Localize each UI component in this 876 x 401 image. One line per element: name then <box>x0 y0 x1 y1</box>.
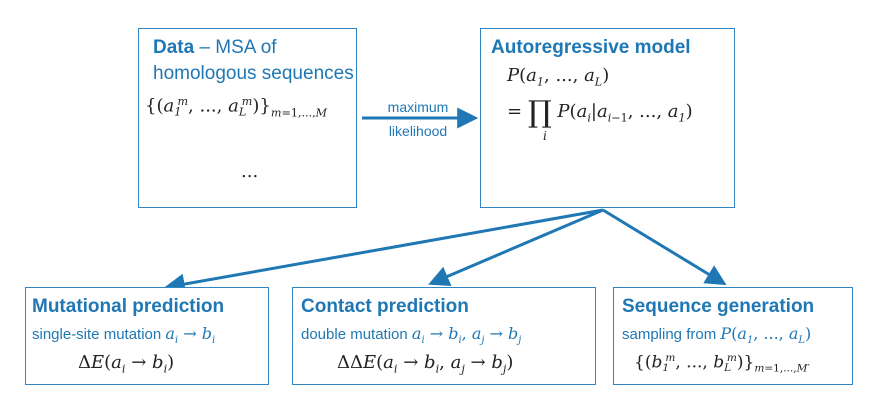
mutational-subtitle: single-site mutation ai → bi <box>32 324 216 347</box>
data-box: Data – MSA of homologous sequences {(a1m… <box>138 28 357 208</box>
msa-set-formula: {(a1m, ..., aLm)}m=1,...,M <box>145 95 328 120</box>
mutational-box: Mutational prediction single-site mutati… <box>25 287 269 385</box>
contact-subtitle: double mutation ai → bi, aj → bj <box>301 324 522 347</box>
generation-box: Sequence generation sampling from P(a1, … <box>613 287 853 385</box>
data-box-title: Data – MSA of <box>153 37 277 58</box>
mutational-title: Mutational prediction <box>32 296 225 317</box>
model-formula-line1: P(a1, ..., aL) <box>507 65 610 89</box>
model-box-title: Autoregressive model <box>491 37 691 58</box>
model-formula-line2: = ∏i P(ai|ai−1, ..., a1) <box>507 95 693 143</box>
generation-title: Sequence generation <box>622 296 815 317</box>
model-box: Autoregressive model P(a1, ..., aL) = ∏i… <box>480 28 735 208</box>
contact-box: Contact prediction double mutation ai → … <box>292 287 596 385</box>
mutational-formula: ΔE(ai → bi) <box>78 352 175 376</box>
data-box-subtitle: homologous sequences <box>153 63 354 84</box>
output-arrows <box>163 208 727 295</box>
generation-subtitle: sampling from P(a1, ..., aL) <box>622 324 812 347</box>
arrow-label-line1: maximum <box>387 99 449 115</box>
arrow-label-line2: likelihood <box>388 123 448 139</box>
generation-formula: {(b1m, ..., bLm)}m=1,...,M′ <box>634 352 810 375</box>
contact-formula: ΔΔE(ai → bi, aj → bj) <box>337 352 514 376</box>
contact-title: Contact prediction <box>301 296 469 317</box>
msa-ellipsis: ... <box>241 161 259 182</box>
